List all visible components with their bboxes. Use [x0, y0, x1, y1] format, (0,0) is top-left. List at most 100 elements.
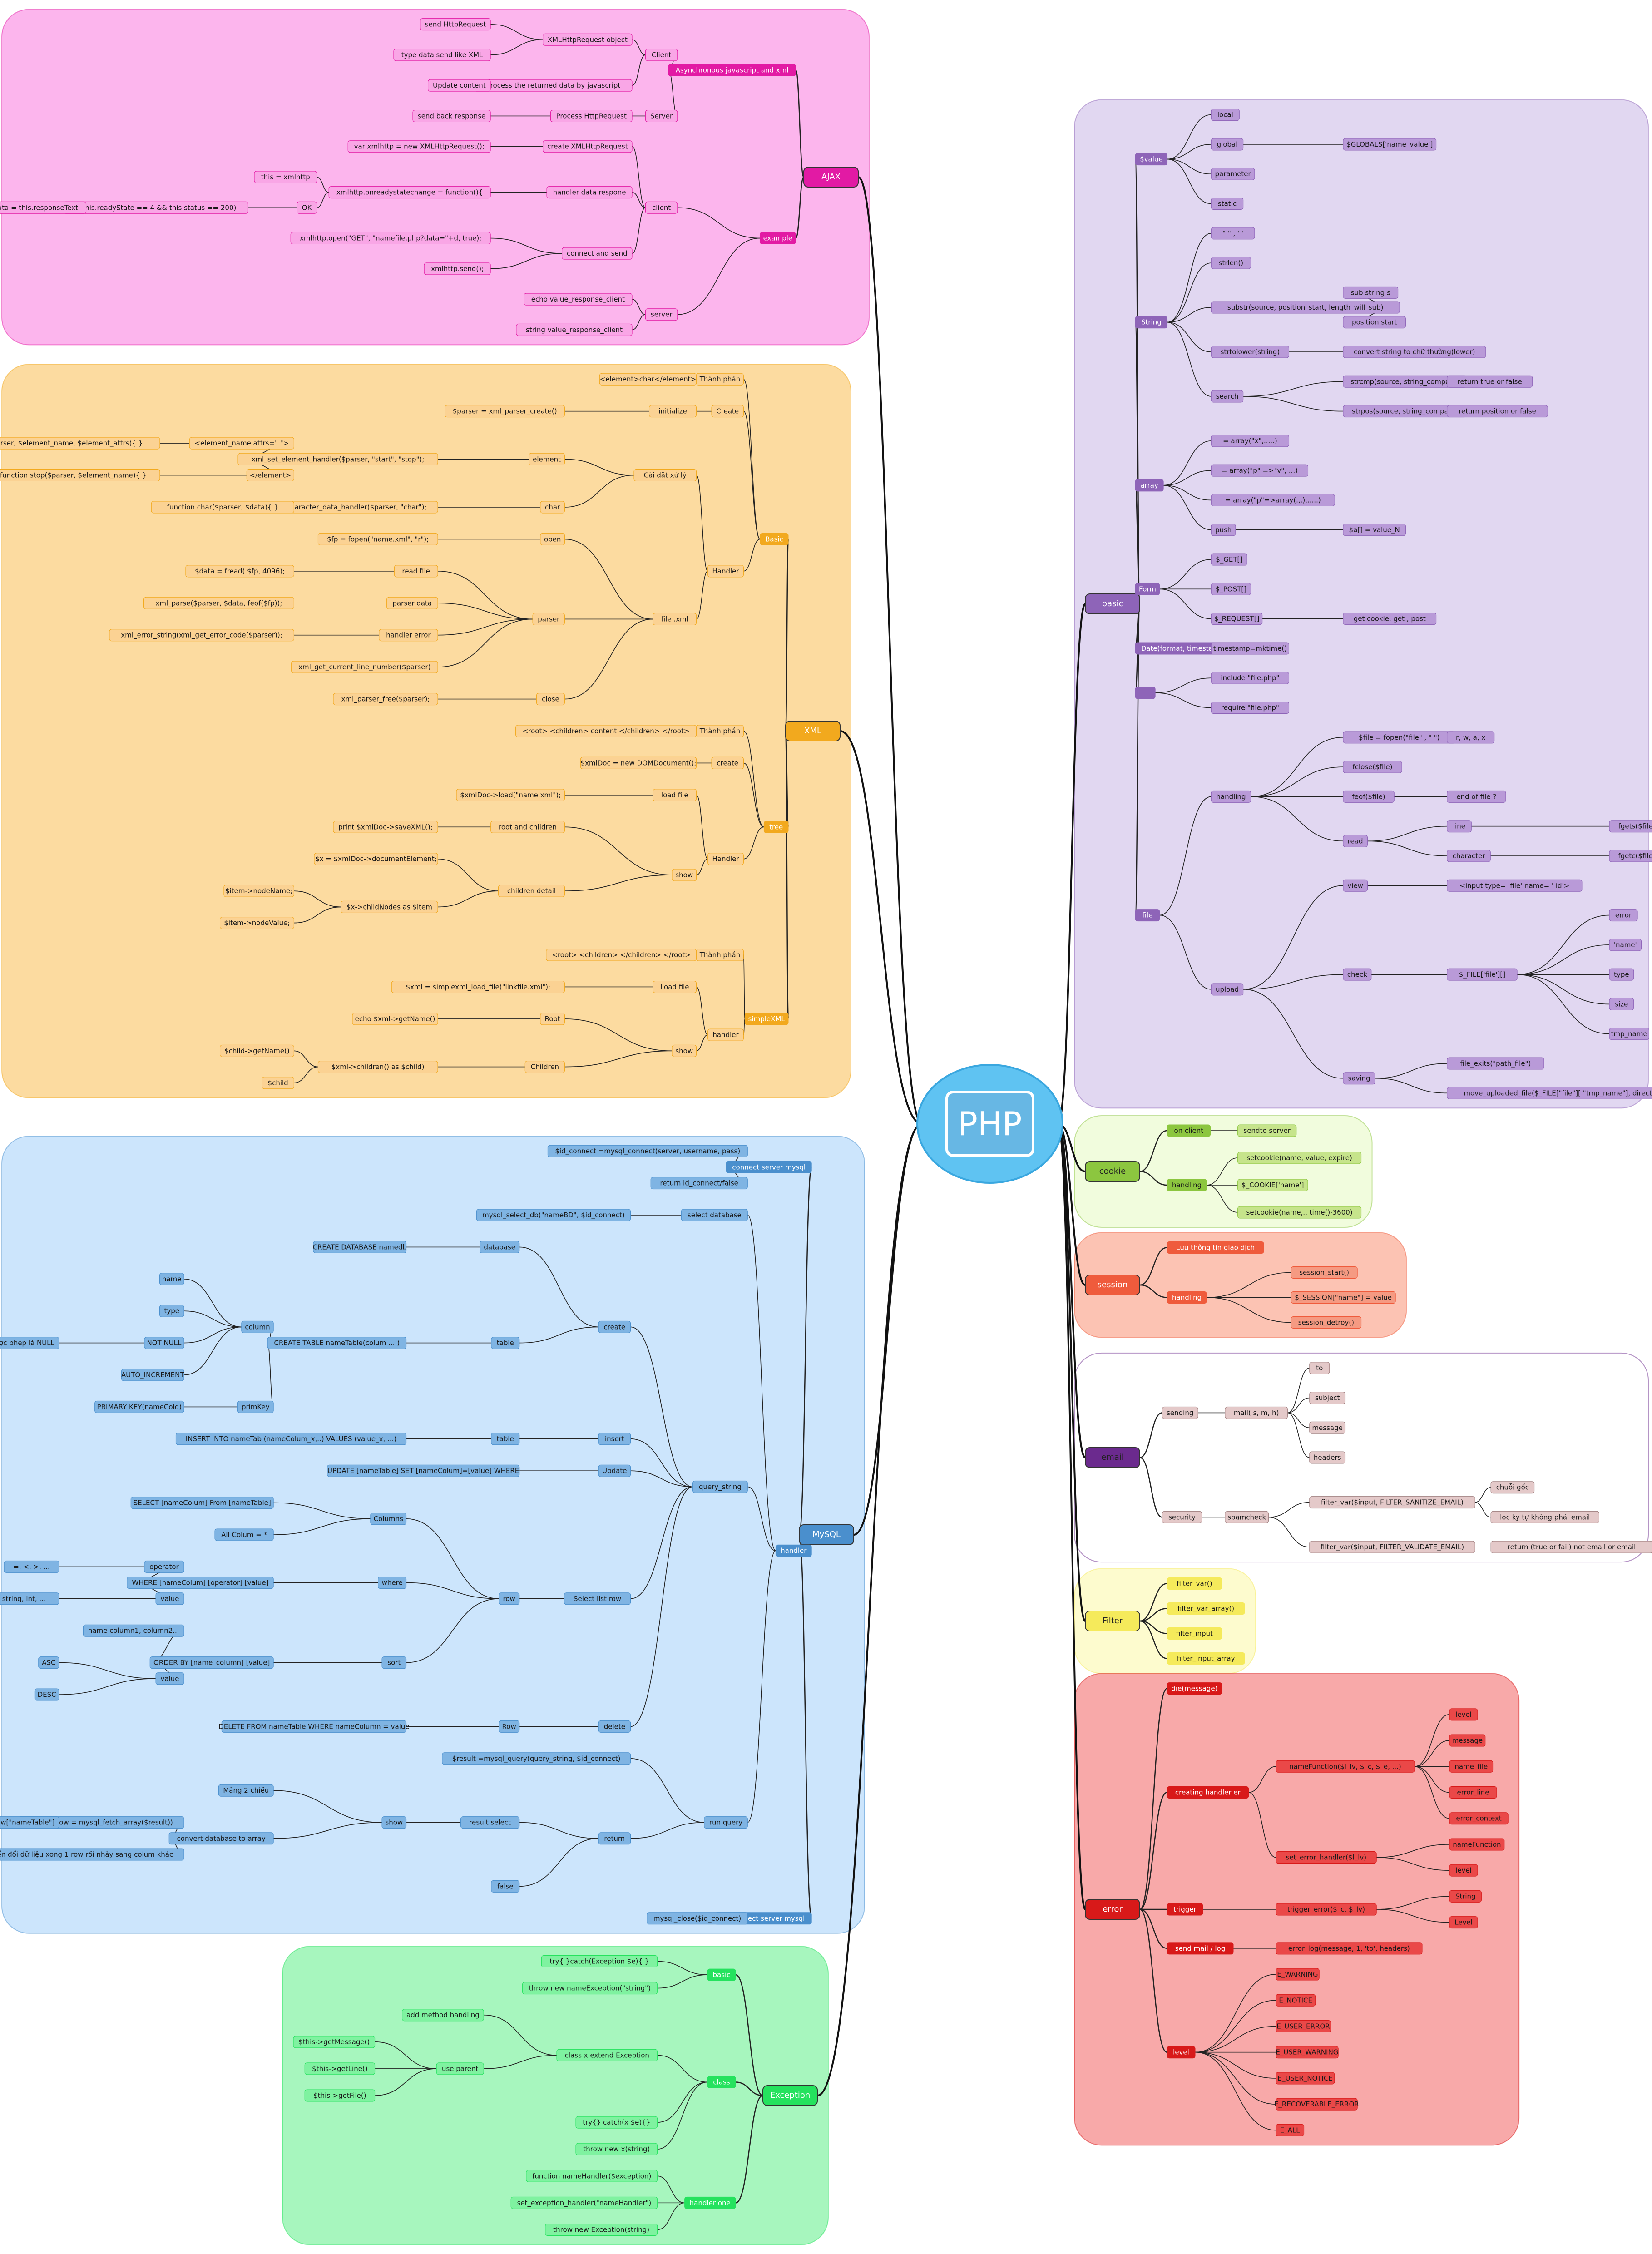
topic-node[interactable]: line	[1447, 820, 1472, 833]
topic-node[interactable]: handler data respone	[546, 186, 633, 199]
topic-node[interactable]: character	[1447, 850, 1491, 862]
topic-node[interactable]: session_detroy()	[1291, 1316, 1362, 1329]
topic-node[interactable]: = array("p"=>array(.,.),.....)	[1211, 494, 1335, 506]
topic-node[interactable]: WHERE [nameColum] [operator] [value]	[127, 1577, 274, 1589]
topic-node[interactable]: initialize	[649, 405, 697, 418]
topic-node[interactable]: <root> <children> </children> </root>	[546, 949, 697, 961]
topic-node[interactable]: $a[] = value_N	[1343, 524, 1406, 536]
topic-node[interactable]: if(this.readyState == 4 && this.status =…	[63, 201, 248, 214]
topic-node[interactable]: run query	[704, 1816, 748, 1829]
topic-node[interactable]: name_file	[1449, 1760, 1494, 1773]
topic-node[interactable]: Chuyển đổi dữ liệu xong 1 row rồi nhảy s…	[0, 1848, 184, 1861]
topic-node[interactable]: return position or false	[1447, 405, 1548, 418]
central-topic[interactable]: PHP	[916, 1064, 1063, 1184]
topic-node[interactable]: NOT NULL	[144, 1337, 184, 1349]
topic-node[interactable]: E_ALL	[1276, 2124, 1305, 2136]
topic-node[interactable]: mail( s, m, h)	[1225, 1406, 1288, 1419]
topic-node[interactable]: parser data	[386, 597, 438, 609]
topic-node[interactable]: $x->childNodes as $item	[341, 900, 438, 913]
topic-node[interactable]: <root> <children> content </children> </…	[515, 725, 697, 737]
topic-node[interactable]: false	[491, 1880, 520, 1893]
topic-node[interactable]: $xml = simplexml_load_file("linkfile.xml…	[391, 980, 565, 993]
topic-node[interactable]: <element_name attrs=" ">	[189, 437, 294, 450]
topic-node[interactable]: client	[645, 201, 678, 214]
topic-node[interactable]: feof($file)	[1343, 790, 1395, 803]
topic-node[interactable]: show	[672, 1044, 697, 1057]
cookie-branch-root[interactable]: cookie	[1085, 1161, 1140, 1182]
topic-node[interactable]: print $xmlDoc->saveXML();	[333, 821, 438, 833]
topic-node[interactable]: Select list row	[564, 1592, 631, 1605]
topic-node[interactable]: connect and send	[562, 247, 633, 260]
topic-node[interactable]: ASC	[38, 1656, 59, 1669]
topic-node[interactable]: file	[1135, 909, 1160, 922]
topic-node[interactable]: error_line	[1449, 1786, 1497, 1799]
topic-node[interactable]: $this->getMessage()	[293, 2036, 376, 2048]
topic-node[interactable]: fclose($file)	[1343, 761, 1402, 773]
topic-node[interactable]: try{} catch(x $e){}	[575, 2116, 658, 2129]
topic-node[interactable]: while ($row = mysql_fetch_array($result)…	[18, 1816, 184, 1829]
topic-node[interactable]: subject	[1309, 1392, 1346, 1404]
topic-node[interactable]: Lưu thông tin giao dịch	[1167, 1241, 1264, 1254]
topic-node[interactable]: name	[159, 1273, 184, 1285]
basic-branch-root[interactable]: basic	[1085, 593, 1140, 614]
topic-node[interactable]: = array("p" =>"v", ...)	[1211, 464, 1309, 477]
topic-node[interactable]: strtolower(string)	[1211, 346, 1290, 358]
topic-node[interactable]: get cookie, get , post	[1343, 613, 1437, 625]
topic-node[interactable]: insert	[598, 1433, 631, 1445]
topic-node[interactable]: convert string to chữ thường(lower)	[1343, 346, 1486, 358]
topic-node[interactable]: example	[759, 232, 796, 245]
topic-node[interactable]: Client	[645, 49, 678, 61]
topic-node[interactable]: parser	[532, 613, 565, 625]
topic-node[interactable]: level	[1167, 2046, 1196, 2059]
topic-node[interactable]: local	[1211, 109, 1240, 121]
topic-node[interactable]: value	[155, 1592, 184, 1605]
topic-node[interactable]: function start($parser, $element_name, $…	[0, 437, 160, 450]
topic-node[interactable]: strlen()	[1211, 257, 1251, 269]
topic-node[interactable]: session_start()	[1291, 1266, 1358, 1279]
topic-node[interactable]: value	[155, 1672, 184, 1685]
topic-node[interactable]: set_error_handler($l_lv)	[1276, 1851, 1377, 1864]
topic-node[interactable]: $_GET[]	[1211, 553, 1247, 566]
topic-node[interactable]: error_context	[1449, 1812, 1509, 1825]
topic-node[interactable]: this = xmlhttp	[254, 171, 317, 183]
topic-node[interactable]: row	[499, 1592, 520, 1605]
topic-node[interactable]: delete	[598, 1720, 631, 1733]
topic-node[interactable]: <element>char</element>	[599, 373, 697, 386]
topic-node[interactable]: filter_input_array	[1167, 1652, 1245, 1665]
topic-node[interactable]: echo $xml->getName()	[352, 1013, 438, 1025]
topic-node[interactable]: sendto server	[1237, 1124, 1297, 1137]
topic-node[interactable]: create XMLHttpRequest	[543, 140, 633, 153]
topic-node[interactable]: end of file ?	[1447, 790, 1506, 803]
topic-node[interactable]: $_FILE['file'][]	[1447, 968, 1518, 981]
topic-node[interactable]: $item->nodeName;	[223, 885, 294, 897]
filter-branch-root[interactable]: Filter	[1085, 1611, 1140, 1631]
topic-node[interactable]: error	[1609, 909, 1638, 922]
topic-node[interactable]: name column1, column2...	[83, 1624, 184, 1637]
topic-node[interactable]: echo value_response_client	[524, 293, 633, 306]
topic-node[interactable]: E_USER_NOTICE	[1276, 2072, 1335, 2085]
topic-node[interactable]: function nameHandler($exception)	[526, 2170, 658, 2182]
topic-node[interactable]: String	[1135, 316, 1168, 329]
topic-node[interactable]: nameFunction($l_lv, $_c, $_e, ...)	[1276, 1760, 1415, 1773]
topic-node[interactable]: chuỗi gốc	[1490, 1481, 1535, 1494]
xml-branch-root[interactable]: XML	[785, 721, 841, 741]
topic-node[interactable]: operator	[144, 1560, 184, 1573]
topic-node[interactable]: Root	[540, 1013, 565, 1025]
topic-node[interactable]: = array("x",.....)	[1211, 435, 1290, 447]
topic-node[interactable]: $xmlDoc->load("name.xml");	[456, 789, 565, 801]
topic-node[interactable]: $data = fread( $fp, 4096);	[185, 565, 294, 578]
topic-node[interactable]: fgets($file)	[1609, 820, 1652, 833]
topic-node[interactable]: where	[378, 1577, 407, 1589]
topic-node[interactable]: creating handler er	[1167, 1786, 1249, 1799]
topic-node[interactable]: Row	[499, 1720, 520, 1733]
topic-node[interactable]: sub string s	[1343, 286, 1399, 299]
topic-node[interactable]: $child->getName()	[220, 1044, 294, 1057]
topic-node[interactable]: Update content	[428, 79, 491, 92]
topic-node[interactable]: filter_input	[1167, 1627, 1222, 1640]
topic-node[interactable]: </element>	[246, 469, 294, 482]
topic-node[interactable]: $file = fopen("file" , " ")	[1343, 731, 1456, 744]
topic-node[interactable]: E_USER_WARNING	[1276, 2046, 1339, 2059]
topic-node[interactable]: string value_response_client	[516, 323, 633, 336]
topic-node[interactable]: ORDER BY [name_column] [value]	[149, 1656, 274, 1669]
topic-node[interactable]: $_COOKIE['name']	[1237, 1179, 1308, 1191]
